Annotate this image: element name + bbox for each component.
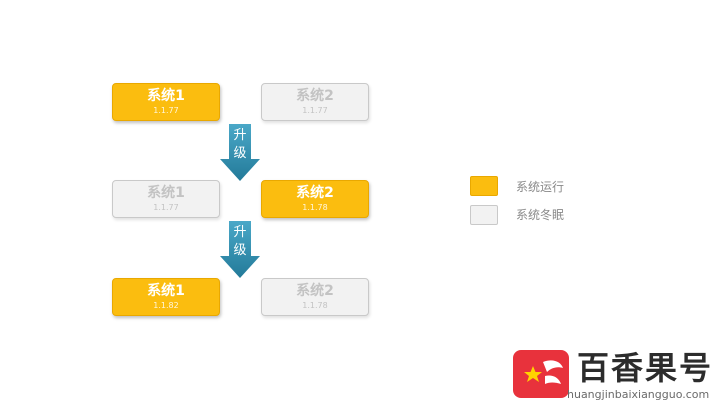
system-version: 1.1.77 bbox=[153, 106, 179, 115]
down-arrow-icon bbox=[220, 221, 260, 278]
upgrade-arrow-2: 升 级 bbox=[220, 221, 260, 278]
system-version: 1.1.78 bbox=[302, 301, 328, 310]
system-name: 系统2 bbox=[296, 283, 334, 299]
row2-system2-box: 系统2 1.1.78 bbox=[261, 180, 369, 218]
system-name: 系统1 bbox=[147, 185, 185, 201]
system-version: 1.1.78 bbox=[302, 203, 328, 212]
legend-inactive-label: 系统冬眠 bbox=[516, 208, 565, 222]
legend-active-swatch bbox=[470, 176, 498, 196]
system-name: 系统1 bbox=[147, 88, 185, 104]
arrow-label-top: 升 bbox=[233, 225, 247, 240]
row3-system1-box: 系统1 1.1.82 bbox=[112, 278, 220, 316]
brand-url: huangjinbaixiangguo.com bbox=[567, 388, 710, 401]
arrow-label-bottom: 级 bbox=[233, 146, 247, 161]
row3-system2-box: 系统2 1.1.78 bbox=[261, 278, 369, 316]
arrow-label-bottom: 级 bbox=[233, 243, 247, 258]
system-name: 系统2 bbox=[296, 88, 334, 104]
row1-system2-box: 系统2 1.1.77 bbox=[261, 83, 369, 121]
system-version: 1.1.77 bbox=[302, 106, 328, 115]
row1-system1-box: 系统1 1.1.77 bbox=[112, 83, 220, 121]
arrow-label-top: 升 bbox=[233, 128, 247, 143]
legend-active-label: 系统运行 bbox=[516, 180, 565, 194]
brand-name: 百香果号 bbox=[577, 349, 714, 387]
brand-logo-icon bbox=[513, 350, 569, 398]
system-name: 系统2 bbox=[296, 185, 334, 201]
legend-inactive-swatch bbox=[470, 205, 498, 225]
system-version: 1.1.77 bbox=[153, 203, 179, 212]
system-name: 系统1 bbox=[147, 283, 185, 299]
down-arrow-icon bbox=[220, 124, 260, 181]
watermark: 百香果号 huangjinbaixiangguo.com bbox=[507, 348, 725, 406]
upgrade-arrow-1: 升 级 bbox=[220, 124, 260, 181]
row2-system1-box: 系统1 1.1.77 bbox=[112, 180, 220, 218]
system-version: 1.1.82 bbox=[153, 301, 179, 310]
